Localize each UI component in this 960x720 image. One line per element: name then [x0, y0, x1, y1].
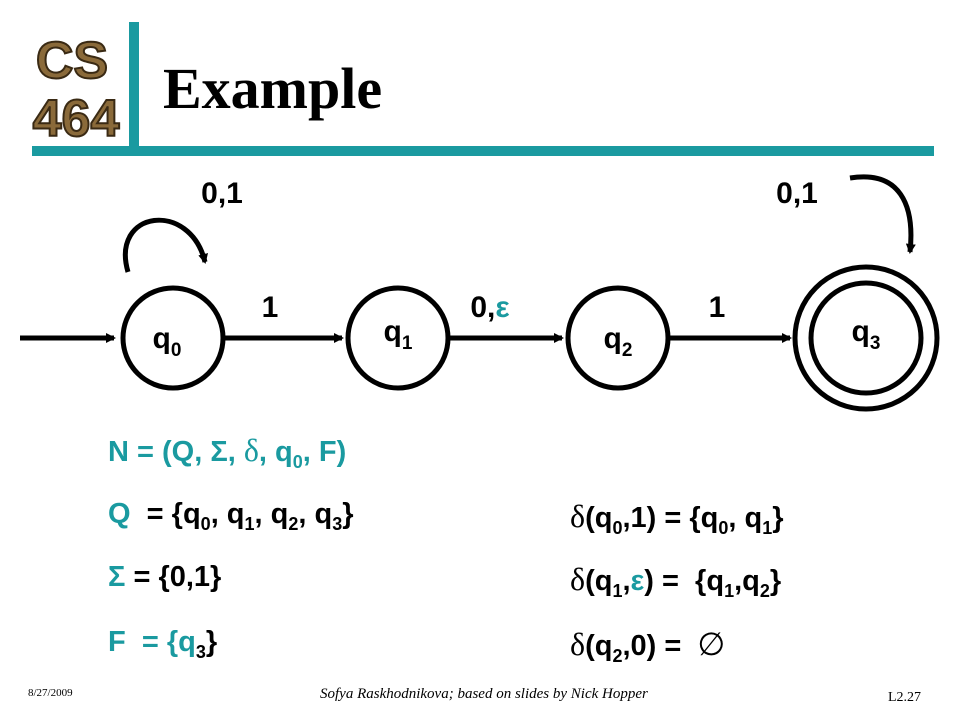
- state-q0-sub: 0: [171, 340, 182, 361]
- transition-q0-q1-label: 1: [262, 291, 279, 324]
- state-q2-name: q: [604, 322, 622, 355]
- cs464-logo: CS 464: [28, 30, 128, 149]
- state-q3-sub: 3: [870, 333, 881, 354]
- self-loop-q3: [849, 174, 916, 254]
- state-q1-sub: 1: [402, 333, 413, 354]
- self-loop-q0-label: 0,1: [201, 177, 243, 210]
- state-q0: q0: [120, 285, 226, 391]
- state-q1: q1: [345, 285, 451, 391]
- state-q3-accepting: q3: [792, 264, 940, 412]
- header-vertical-rule: [129, 22, 139, 152]
- delta-q2-0: δ(q2,0) = ∅: [570, 625, 726, 666]
- epsilon-symbol: ε: [495, 291, 509, 324]
- nfa-diagram: q0 q1 q2 q3 1 0,ε 1 0,1 0,1: [20, 174, 940, 412]
- footer-date: 8/27/2009: [28, 687, 73, 699]
- header-horizontal-rule: [32, 146, 934, 156]
- state-q3-name: q: [852, 315, 870, 348]
- delta-q1-epsilon: δ(q1,ε) = {q1,q2}: [570, 561, 782, 601]
- state-q2-sub: 2: [622, 340, 633, 361]
- state-q0-name: q: [153, 322, 171, 355]
- page-title: Example: [163, 56, 383, 121]
- logo-line-1: CS: [36, 32, 108, 90]
- transition-q1-q2-label: 0,ε: [470, 291, 509, 324]
- alphabet-set: Σ = {0,1}: [108, 561, 222, 593]
- svg-text:q0: q0: [153, 322, 182, 361]
- svg-text:q3: q3: [852, 315, 881, 354]
- svg-text:q2: q2: [604, 322, 633, 361]
- state-q1-name: q: [384, 315, 402, 348]
- footer-credit: Sofya Raskhodnikova; based on slides by …: [320, 686, 648, 702]
- self-loop-q0: [123, 217, 208, 273]
- nfa-tuple: N = (Q, Σ, δ, q0, F): [108, 432, 347, 472]
- delta-q0-1: δ(q0,1) = {q0, q1}: [570, 498, 784, 538]
- logo-line-2: 464: [33, 90, 120, 142]
- states-set: Q = {q0, q1, q2, q3}: [108, 498, 354, 534]
- empty-set-symbol: ∅: [697, 625, 726, 663]
- self-loop-q3-label: 0,1: [776, 177, 818, 210]
- footer-page-number: L2.27: [888, 690, 922, 705]
- accept-set: F = {q3}: [108, 626, 218, 662]
- transition-q2-q3-label: 1: [709, 291, 726, 324]
- svg-text:q1: q1: [384, 315, 413, 354]
- state-q2: q2: [565, 285, 671, 391]
